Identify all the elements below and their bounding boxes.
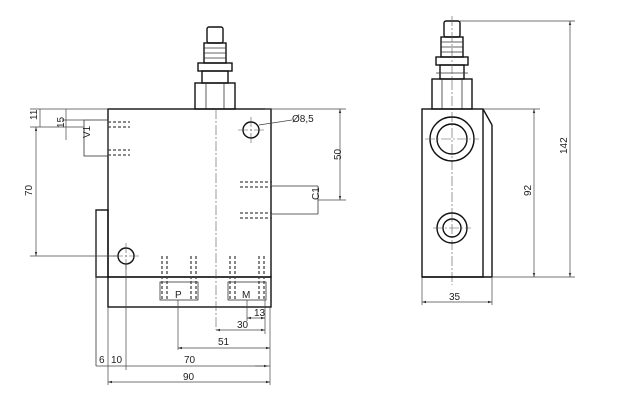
dim-142: 142 bbox=[559, 137, 570, 154]
dim-70-height: 70 bbox=[24, 184, 35, 196]
front-adjuster bbox=[194, 26, 236, 110]
dimension-50: 50 bbox=[265, 108, 346, 201]
dim-11: 11 bbox=[29, 109, 40, 120]
dimension-142: 142 bbox=[460, 20, 575, 277]
dim-13: 13 bbox=[254, 308, 266, 319]
dim-15: 15 bbox=[56, 116, 67, 128]
base-flange bbox=[107, 276, 272, 308]
port-label-m: M bbox=[242, 290, 250, 301]
dim-6: 6 bbox=[99, 355, 105, 366]
port-label-c1: C1 bbox=[311, 187, 322, 200]
dim-92: 92 bbox=[523, 184, 534, 196]
port-label-v1: V1 bbox=[82, 125, 93, 138]
dimension-13: 13 bbox=[247, 308, 266, 320]
dimension-90: 90 bbox=[108, 372, 270, 384]
side-plate bbox=[95, 209, 109, 278]
dimension-30: 30 bbox=[216, 320, 266, 334]
dimension-51: 51 bbox=[177, 300, 271, 352]
dimension-35: 35 bbox=[421, 277, 493, 305]
dimension-92: 92 bbox=[483, 108, 575, 278]
dim-70-width: 70 bbox=[184, 355, 196, 366]
side-port-upper bbox=[425, 116, 479, 162]
side-view: 35 92 142 bbox=[421, 16, 575, 305]
front-view: V1 Ø8,5 C1 P M bbox=[24, 26, 346, 385]
dim-10: 10 bbox=[111, 355, 123, 366]
dimension-11-15: 11 15 bbox=[29, 108, 108, 140]
port-label-p: P bbox=[175, 290, 182, 301]
hole-diameter-label: Ø8,5 bbox=[292, 114, 314, 125]
side-port-lower bbox=[433, 212, 471, 244]
dim-30: 30 bbox=[237, 320, 249, 331]
v1-port-recess bbox=[83, 119, 109, 157]
dim-90: 90 bbox=[183, 372, 195, 383]
dim-50: 50 bbox=[333, 148, 344, 160]
dimension-70-vertical: 70 bbox=[24, 126, 118, 257]
dim-35: 35 bbox=[449, 292, 461, 303]
dimension-bottom-row: 6 10 70 bbox=[96, 264, 271, 385]
dim-51: 51 bbox=[218, 337, 230, 348]
p-port-recess bbox=[159, 281, 199, 301]
